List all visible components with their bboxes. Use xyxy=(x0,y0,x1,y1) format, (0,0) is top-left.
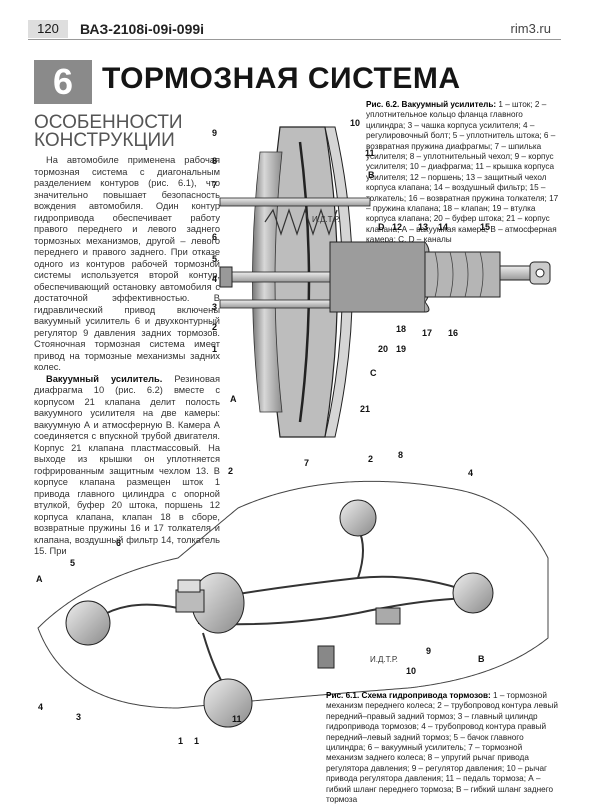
figure-6-1-caption-text: 1 – тормозной механизм переднего колеса;… xyxy=(326,691,558,805)
brake-hydraulic-figure: И.Д.Т.Р. 2 7 2 8 4 A 5 6 4 3 11 1 1 10 9… xyxy=(36,450,549,746)
callout-7: 7 xyxy=(304,458,309,468)
callout-4: 4 xyxy=(212,274,217,284)
callout-12: 12 xyxy=(392,222,402,232)
brake-pedal xyxy=(317,645,335,669)
callout-9: 9 xyxy=(426,646,431,656)
valve-housing-rear xyxy=(424,251,501,298)
brake-lines xyxy=(97,527,479,694)
booster-stud-upper xyxy=(219,197,371,207)
return-spring xyxy=(264,208,338,236)
figure-6-1-watermark: И.Д.Т.Р. xyxy=(370,655,398,664)
rear-left-brake xyxy=(339,499,377,537)
book-title: ВАЗ-2108i-09i-099i xyxy=(80,21,205,37)
callout-11: 11 xyxy=(365,148,375,158)
master-cylinder xyxy=(175,589,205,613)
figure-6-2-caption-text: 1 – шток; 2 – уплотнительное кольцо флан… xyxy=(366,100,559,245)
callout-3: 3 xyxy=(76,712,81,722)
callout-2a: 2 xyxy=(228,466,233,476)
callout-11: 11 xyxy=(232,714,242,724)
figure-6-1-caption-lead: Рис. 6.1. Схема гидропривода тормозов: xyxy=(326,691,491,700)
callout-3: 3 xyxy=(212,302,217,312)
callout-5: 5 xyxy=(212,254,217,264)
callout-18: 18 xyxy=(396,324,406,334)
figure-6-2-caption: Рис. 6.2. Вакуумный усилитель: 1 – шток;… xyxy=(366,100,562,246)
callout-6: 6 xyxy=(116,538,121,548)
figure-6-2-caption-lead: Рис. 6.2. Вакуумный усилитель: xyxy=(366,100,497,109)
callout-1a: 1 xyxy=(178,736,183,746)
paragraph-2-lead: Вакуумный усилитель. xyxy=(46,373,163,384)
brake-line-rf-lr xyxy=(197,597,479,626)
callout-16: 16 xyxy=(448,328,458,338)
callout-6: 6 xyxy=(212,232,217,242)
paragraph-2-text: Резиновая диафрагма 10 (рис. 6.2) вместе… xyxy=(34,373,220,557)
callout-19: 19 xyxy=(396,344,406,354)
callout-8: 8 xyxy=(398,450,403,460)
callout-10: 10 xyxy=(350,118,360,128)
callouts-6-1: 2 7 2 8 4 A 5 6 4 3 11 1 1 10 9 B xyxy=(36,450,485,746)
adjust-bolt xyxy=(219,266,233,288)
pusher-eye-hole xyxy=(535,268,545,278)
reservoir xyxy=(177,579,201,593)
section-title: ОСОБЕННОСТИ КОНСТРУКЦИИ xyxy=(34,112,183,151)
front-left-line xyxy=(97,603,179,619)
boot-corrugations xyxy=(434,251,484,298)
paragraph-2: Вакуумный усилитель. Резиновая диафрагма… xyxy=(34,374,220,558)
page-header: 120 ВАЗ-2108i-09i-099i rim3.ru xyxy=(0,0,589,40)
callout-b: B xyxy=(368,170,375,180)
callout-2b: 2 xyxy=(368,454,373,464)
callout-10: 10 xyxy=(406,666,416,676)
callout-5: 5 xyxy=(70,558,75,568)
rear-right-brake xyxy=(452,572,494,614)
callout-9: 9 xyxy=(212,128,217,138)
chapter-number: 6 xyxy=(34,60,92,104)
site-name: rim3.ru xyxy=(510,21,551,36)
callout-8: 8 xyxy=(212,156,217,166)
callout-21: 21 xyxy=(360,404,370,414)
callout-a: A xyxy=(230,394,237,404)
callout-14: 14 xyxy=(438,222,448,232)
callout-17: 17 xyxy=(422,328,432,338)
callouts-6-2: 9 8 7 6 5 4 3 2 1 10 11 B D 12 13 14 15 … xyxy=(212,118,490,414)
figure-6-1-caption: Рис. 6.1. Схема гидропривода тормозов: 1… xyxy=(326,691,560,805)
callout-a: A xyxy=(36,574,43,584)
callout-2: 2 xyxy=(212,322,217,332)
callout-c: C xyxy=(370,368,377,378)
callout-4b: 4 xyxy=(38,702,43,712)
callout-20: 20 xyxy=(378,344,388,354)
front-left-brake xyxy=(65,600,111,646)
callout-1b: 1 xyxy=(194,736,199,746)
callout-d: D xyxy=(378,222,385,232)
figure-6-2-watermark: И.Д.Т.Р. xyxy=(312,215,340,224)
header-rule xyxy=(28,39,561,40)
callout-13: 13 xyxy=(418,222,428,232)
paragraph-1: На автомобиле применена рабочая тормозна… xyxy=(34,155,220,372)
pressure-regulator xyxy=(375,607,401,625)
callout-1: 1 xyxy=(212,344,217,354)
chapter-title: ТОРМОЗНАЯ СИСТЕМА xyxy=(102,62,461,95)
callout-4a: 4 xyxy=(468,468,473,478)
valve-body xyxy=(329,241,426,313)
callout-15: 15 xyxy=(480,222,490,232)
front-right-brake xyxy=(203,678,253,728)
page-number: 120 xyxy=(28,20,68,38)
callout-b: B xyxy=(478,654,485,664)
car-outline xyxy=(37,480,549,709)
body-text: На автомобиле применена рабочая тормозна… xyxy=(34,155,220,558)
vacuum-booster-figure: И.Д.Т.Р. 9 8 7 6 5 4 3 2 1 10 11 B D 12 … xyxy=(212,118,551,438)
callout-7: 7 xyxy=(212,180,217,190)
